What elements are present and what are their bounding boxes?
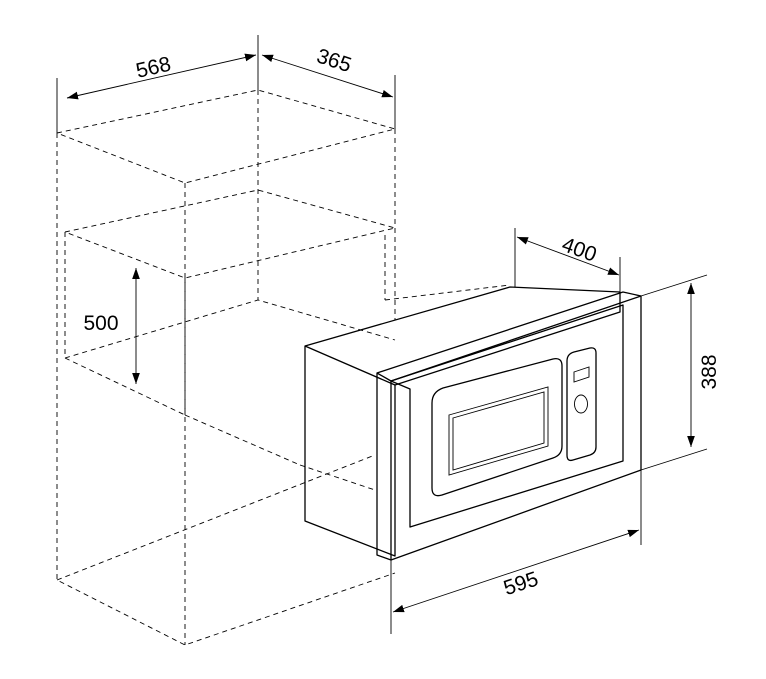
microwave-front	[390, 304, 624, 528]
label-cabinet-height: 500	[83, 312, 118, 335]
label-cabinet-depth: 365	[314, 44, 354, 77]
door-window	[431, 358, 563, 497]
microwave-body	[304, 286, 621, 557]
label-frame-width: 595	[501, 567, 541, 600]
trim-frame	[376, 291, 642, 561]
label-frame-height: 388	[698, 354, 721, 389]
dimension-labels: 568 365 500 400 388 595	[83, 44, 721, 600]
label-oven-depth: 400	[559, 233, 600, 267]
control-panel	[566, 347, 597, 462]
cabinet-outline	[56, 89, 511, 646]
display-window	[573, 366, 590, 383]
dimension-lines	[56, 35, 708, 634]
control-knob	[574, 394, 588, 414]
label-cabinet-width: 568	[134, 53, 173, 83]
